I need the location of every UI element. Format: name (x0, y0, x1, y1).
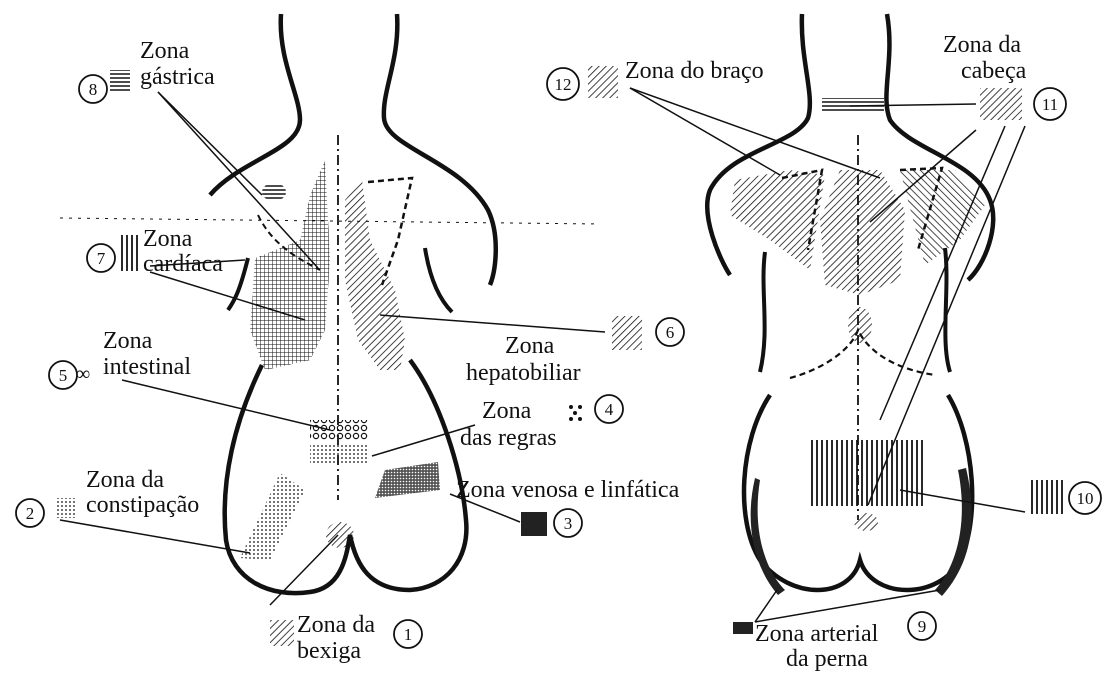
swatch-intestinal: ∞ (76, 363, 90, 385)
num-3: 3 (564, 514, 573, 533)
left-torso-right-side (425, 248, 452, 312)
label-zona-venosa: Zona venosa e linfática (456, 477, 680, 503)
zone-regras-area (310, 443, 368, 463)
num-5: 5 (59, 366, 68, 385)
swatch-constipacao (55, 498, 75, 518)
num-12: 12 (555, 75, 572, 94)
zone-10-small (854, 513, 878, 531)
num-1: 1 (404, 625, 413, 644)
label-zona-gastrica-2: gástrica (140, 64, 215, 90)
num-2: 2 (26, 504, 35, 523)
zone-constipacao-area (240, 473, 305, 560)
zone-braco-left (730, 170, 825, 270)
zone-arterial-right (935, 468, 972, 596)
label-zona-arterial-1: Zona arterial (755, 621, 879, 647)
zone-venosa-area (375, 462, 440, 498)
label-zona-braco: Zona do braço (625, 58, 764, 84)
swatch-regras (569, 405, 582, 421)
zone-hepatobiliar-area (345, 180, 405, 370)
zone-10-area (808, 440, 926, 506)
label-zona-constipacao-1: Zona da (86, 467, 164, 493)
label-zona-intestinal-1: Zona (103, 328, 153, 354)
swatch-bexiga (270, 620, 294, 646)
swatch-braco (588, 66, 618, 98)
label-zona-cabeca-2: cabeça (961, 58, 1027, 84)
scan-artifact-line (60, 218, 600, 224)
num-6: 6 (666, 323, 675, 342)
swatch-venosa (521, 512, 547, 536)
label-zona-arterial-2: da perna (786, 646, 868, 672)
label-zona-hepatobiliar-1: Zona (505, 333, 555, 359)
label-zona-cardiaca-1: Zona (143, 226, 193, 252)
label-zona-cabeca-1: Zona da (943, 32, 1021, 58)
num-8: 8 (89, 80, 98, 99)
zone-gastrica-area (262, 183, 286, 201)
zone-central-upper (820, 170, 905, 295)
left-body-outline-left (210, 14, 300, 195)
label-zona-cardiaca-2: cardíaca (143, 251, 223, 277)
num-7: 7 (97, 249, 106, 268)
swatch-gastrica (110, 70, 130, 92)
label-zona-constipacao-2: constipação (86, 492, 199, 518)
zone-cardiaca-area (250, 160, 330, 370)
label-zona-hepatobiliar-2: hepatobiliar (466, 360, 581, 386)
label-zona-bexiga-2: bexiga (297, 638, 361, 664)
swatch-cabeca (980, 88, 1022, 120)
label-zona-intestinal-2: intestinal (103, 354, 191, 380)
label-zona-gastrica-1: Zona (140, 38, 190, 64)
num-11: 11 (1042, 95, 1058, 114)
swatch-cardiaca (120, 235, 138, 271)
label-zona-regras-2: das regras (460, 425, 557, 451)
right-torso-left-side (760, 252, 765, 372)
left-body-outline-right (384, 14, 496, 285)
swatch-hepatobiliar (612, 316, 642, 350)
right-number-circles (547, 68, 1101, 640)
num-4: 4 (605, 400, 614, 419)
zone-central-mid (848, 307, 872, 343)
zone-intestinal-area (310, 420, 368, 440)
swatch-zona-10 (1028, 480, 1066, 514)
num-9: 9 (918, 617, 927, 636)
label-zona-regras-1: Zona (482, 398, 532, 424)
label-zona-bexiga-1: Zona da (297, 612, 375, 638)
num-10: 10 (1077, 489, 1094, 508)
left-body: ∞ 8 7 5 4 6 3 1 2 Zona gástrica Zona car… (16, 14, 684, 664)
swatch-arterial (733, 622, 753, 634)
